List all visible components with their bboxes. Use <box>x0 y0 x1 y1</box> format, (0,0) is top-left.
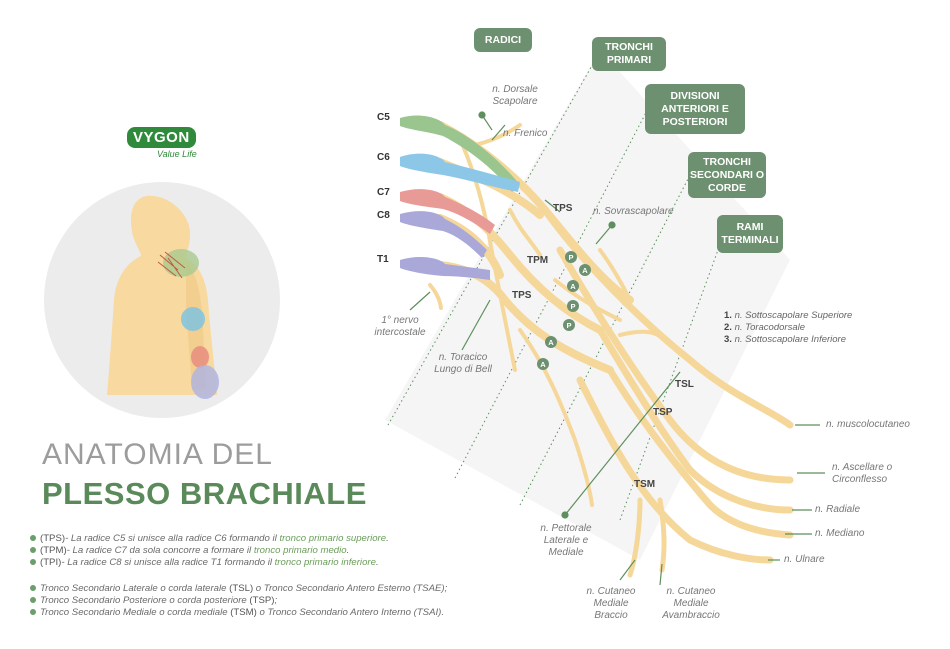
header-rami-terminali: RAMI TERMINALI <box>717 215 783 253</box>
label-toracico-lungo: n. Toracico Lungo di Bell <box>432 352 494 376</box>
forearm-highlight-red <box>191 346 209 368</box>
division-badge: P <box>565 251 577 263</box>
hand-highlight-purple <box>191 365 219 399</box>
header-tronchi-secondari: TRONCHI SECONDARI O CORDE <box>688 152 766 198</box>
trunk-tps-upper: TPS <box>553 203 572 214</box>
sub-branch-item: 3. n. Sottoscapolare Inferiore <box>724 334 852 346</box>
root-c5: C5 <box>377 112 390 123</box>
root-c6: C6 <box>377 152 390 163</box>
body-figure <box>44 182 280 418</box>
logo-tagline: Value Life <box>157 149 197 159</box>
header-radici: RADICI <box>474 28 532 52</box>
bullet-icon <box>30 585 36 591</box>
title-line-1: ANATOMIA DEL <box>42 438 273 472</box>
arm-highlight-blue <box>181 307 205 331</box>
root-c7: C7 <box>377 187 390 198</box>
note-tsm: Tronco Secondario Mediale o corda medial… <box>30 607 444 618</box>
logo-text: VYGON <box>127 127 196 148</box>
sub-branch-list: 1. n. Sottoscapolare Superiore 2. n. Tor… <box>724 310 852 346</box>
label-pettorale: n. Pettorale Laterale e Mediale <box>535 523 597 559</box>
label-ulnare: n. Ulnare <box>784 554 825 566</box>
label-frenico: n. Frenico <box>503 128 547 140</box>
label-cutaneo-avambraccio: n. Cutaneo Mediale Avambraccio <box>655 586 727 622</box>
bullet-icon <box>30 535 36 541</box>
sub-branch-item: 1. n. Sottoscapolare Superiore <box>724 310 852 322</box>
division-badge: A <box>579 264 591 276</box>
label-sovrascapolare: n. Sovrascapolare <box>593 206 674 218</box>
note-tps: (TPS)- La radice C5 si unisce alla radic… <box>30 533 389 544</box>
bullet-icon <box>30 597 36 603</box>
label-muscolocutaneo: n. muscolocutaneo <box>826 419 910 431</box>
label-mediano: n. Mediano <box>815 528 864 540</box>
division-badge: A <box>537 358 549 370</box>
trunk-tsl: TSL <box>675 379 694 390</box>
shoulder-highlight <box>163 249 199 277</box>
label-radiale: n. Radiale <box>815 504 860 516</box>
division-badge: P <box>567 300 579 312</box>
vygon-logo: VYGON Value Life <box>127 127 197 159</box>
bullet-icon <box>30 559 36 565</box>
note-tsp: Tronco Secondario Posteriore o corda pos… <box>30 595 277 606</box>
label-cutaneo-braccio: n. Cutaneo Mediale Braccio <box>583 586 639 622</box>
root-c8: C8 <box>377 210 390 221</box>
note-tsl: Tronco Secondario Laterale o corda later… <box>30 583 447 594</box>
header-tronchi-primari: TRONCHI PRIMARI <box>592 37 666 71</box>
label-primo-intercostale: 1° nervo intercostale <box>365 315 435 339</box>
trunk-tps-lower: TPS <box>512 290 531 301</box>
root-t1: T1 <box>377 254 389 265</box>
division-badge: P <box>563 319 575 331</box>
sub-branch-item: 2. n. Toracodorsale <box>724 322 852 334</box>
trunk-tpm: TPM <box>527 255 548 266</box>
title-line-2: PLESSO BRACHIALE <box>42 476 367 512</box>
label-ascellare: n. Ascellare o Circonflesso <box>832 462 912 486</box>
header-divisioni: DIVISIONI ANTERIORI E POSTERIORI <box>645 84 745 134</box>
trunk-tsm: TSM <box>634 479 655 490</box>
division-badge: A <box>545 336 557 348</box>
note-tpm: (TPM)- La radice C7 da sola concorre a f… <box>30 545 349 556</box>
trunk-tsp: TSP <box>653 407 672 418</box>
label-dorsale-scapolare: n. Dorsale Scapolare <box>475 84 555 108</box>
bullet-icon <box>30 609 36 615</box>
note-tpi: (TPI)- La radice C8 si unisce alla radic… <box>30 557 379 568</box>
bullet-icon <box>30 547 36 553</box>
division-badge: A <box>567 280 579 292</box>
